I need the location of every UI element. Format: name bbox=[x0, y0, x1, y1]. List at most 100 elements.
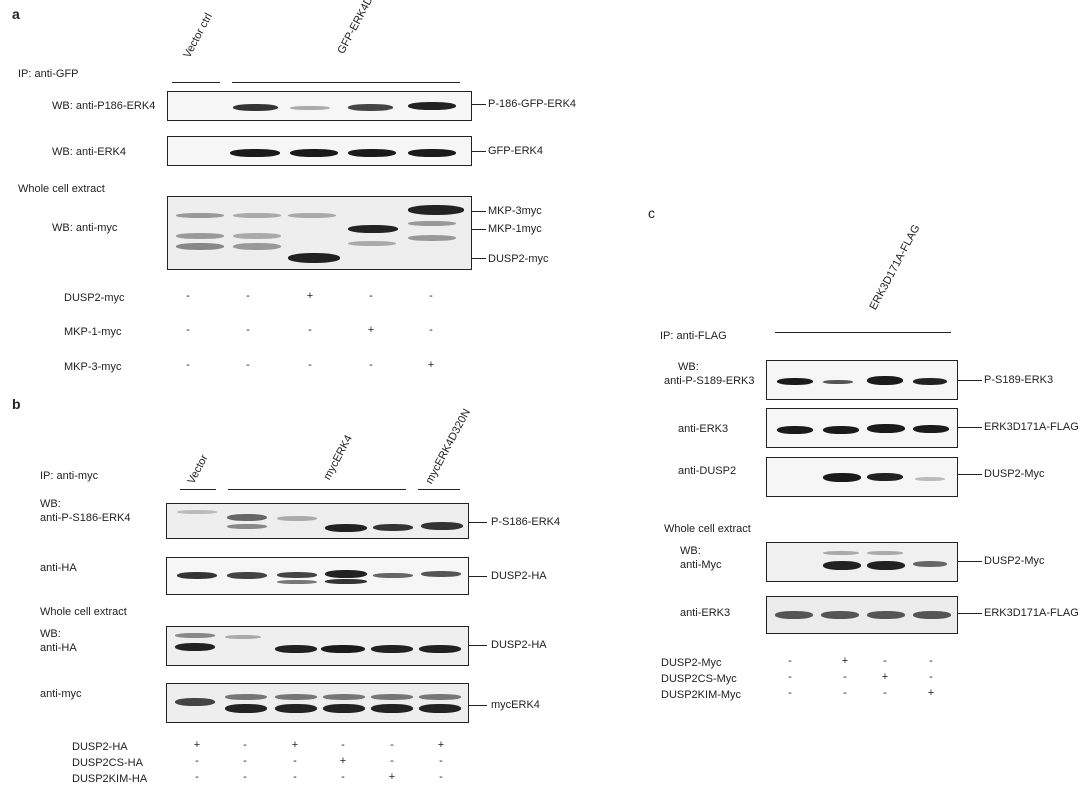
panel-b-blot1 bbox=[166, 503, 469, 539]
panel-a-wb3-right3: DUSP2-myc bbox=[488, 253, 549, 265]
panel-a-sign: + bbox=[427, 359, 435, 371]
panel-c-wb4-right: DUSP2-Myc bbox=[984, 555, 1045, 567]
panel-a-row3-label: MKP-3-myc bbox=[64, 361, 122, 373]
panel-c-blot1 bbox=[766, 360, 958, 400]
panel-a-wce: Whole cell extract bbox=[18, 183, 105, 195]
panel-b-vector-line bbox=[180, 489, 216, 490]
panel-b-blot3 bbox=[166, 626, 469, 666]
panel-c-blot3 bbox=[766, 457, 958, 497]
panel-c-sign: - bbox=[883, 655, 887, 667]
panel-b-wb4: anti-myc bbox=[40, 688, 82, 700]
panel-b-wb2: anti-HA bbox=[40, 562, 77, 574]
panel-c-row2-label: DUSP2CS-Myc bbox=[661, 673, 737, 685]
panel-a-sign: - bbox=[246, 324, 250, 336]
panel-b-ip: IP: anti-myc bbox=[40, 470, 99, 482]
panel-c-sign: + bbox=[927, 687, 935, 699]
panel-c-sign: - bbox=[843, 671, 847, 683]
panel-a-header-gfp: GFP-ERK4D168A bbox=[335, 0, 388, 57]
panel-a-sign: + bbox=[306, 290, 314, 302]
panel-a-wb1: WB: anti-P186-ERK4 bbox=[52, 100, 156, 112]
panel-a-sign: + bbox=[367, 324, 375, 336]
panel-a-wb3-right1: MKP-3myc bbox=[488, 205, 542, 217]
panel-b-mut-line bbox=[418, 489, 460, 490]
panel-b-sign: - bbox=[439, 755, 443, 767]
panel-b-sign: + bbox=[291, 739, 299, 751]
panel-a-ip: IP: anti-GFP bbox=[18, 68, 79, 80]
panel-a-sign: - bbox=[246, 290, 250, 302]
panel-a-sign: - bbox=[308, 324, 312, 336]
panel-b-header-mut: mycERK4D320N bbox=[423, 406, 474, 486]
panel-a-wb2: WB: anti-ERK4 bbox=[52, 146, 126, 158]
panel-a-sign: - bbox=[369, 290, 373, 302]
panel-a-wb2-right: GFP-ERK4 bbox=[488, 145, 544, 157]
panel-b-row1-label: DUSP2-HA bbox=[72, 741, 128, 753]
panel-c-wb2: anti-ERK3 bbox=[678, 423, 729, 435]
panel-b-sign: - bbox=[243, 771, 247, 783]
panel-b-sign: - bbox=[341, 739, 345, 751]
panel-c-sign: - bbox=[788, 671, 792, 683]
panel-c-sign: + bbox=[881, 671, 889, 683]
panel-b-sign: + bbox=[193, 739, 201, 751]
panel-b-wb1a: WB: bbox=[40, 498, 61, 510]
panel-c-wb1b: anti-P-S189-ERK3 bbox=[664, 375, 755, 387]
panel-c-row3-label: DUSP2KIM-Myc bbox=[661, 689, 742, 701]
panel-c-wb4b: anti-Myc bbox=[680, 559, 722, 571]
panel-c-wb2-right: ERK3D171A-FLAG bbox=[984, 421, 1079, 433]
panel-c-row1-label: DUSP2-Myc bbox=[661, 657, 722, 669]
panel-b-wb2-right: DUSP2-HA bbox=[491, 570, 547, 582]
panel-b-sign: + bbox=[339, 755, 347, 767]
panel-a-sign: - bbox=[429, 290, 433, 302]
panel-c-label: c bbox=[648, 205, 655, 221]
panel-b-sign: + bbox=[388, 771, 396, 783]
panel-a-blot1 bbox=[167, 91, 472, 121]
panel-c-wb1a: WB: bbox=[678, 361, 699, 373]
panel-b-sign: - bbox=[439, 771, 443, 783]
panel-b-sign: - bbox=[390, 755, 394, 767]
panel-a-sign: - bbox=[369, 359, 373, 371]
panel-c-sign: - bbox=[929, 655, 933, 667]
panel-b-sign: - bbox=[293, 755, 297, 767]
panel-c-wb3-right: DUSP2-Myc bbox=[984, 468, 1045, 480]
panel-b-row2-label: DUSP2CS-HA bbox=[72, 757, 143, 769]
panel-a-wb3: WB: anti-myc bbox=[52, 222, 118, 234]
panel-b-sign: - bbox=[243, 739, 247, 751]
panel-c-header-line bbox=[775, 332, 951, 333]
panel-c-wce: Whole cell extract bbox=[664, 523, 751, 535]
panel-c-sign: - bbox=[929, 671, 933, 683]
panel-b-sign: - bbox=[195, 755, 199, 767]
panel-a-blot3 bbox=[167, 196, 472, 270]
panel-b-wb3b: anti-HA bbox=[40, 642, 77, 654]
panel-c-header: ERK3D171A-FLAG bbox=[867, 222, 923, 312]
panel-b-row3-label: DUSP2KIM-HA bbox=[72, 773, 148, 785]
panel-a-gfp-line bbox=[232, 82, 460, 83]
panel-b-sign: - bbox=[341, 771, 345, 783]
panel-b-wb1b: anti-P-S186-ERK4 bbox=[40, 512, 131, 524]
panel-c-wb5: anti-ERK3 bbox=[680, 607, 731, 619]
panel-b-header-vector: Vector bbox=[185, 452, 211, 486]
panel-a-blot2 bbox=[167, 136, 472, 166]
panel-a-wb3-right2: MKP-1myc bbox=[488, 223, 542, 235]
panel-b-sign: + bbox=[437, 739, 445, 751]
panel-a-sign: - bbox=[246, 359, 250, 371]
panel-b-sign: - bbox=[243, 755, 247, 767]
panel-c-sign: - bbox=[883, 687, 887, 699]
panel-c-sign: - bbox=[788, 655, 792, 667]
panel-b-header-myc: mycERK4 bbox=[321, 433, 355, 482]
panel-a-sign: - bbox=[186, 290, 190, 302]
panel-b-blot2 bbox=[166, 557, 469, 595]
panel-b-wce: Whole cell extract bbox=[40, 606, 127, 618]
panel-b-wb3a: WB: bbox=[40, 628, 61, 640]
panel-b-label: b bbox=[12, 396, 21, 412]
panel-a-label: a bbox=[12, 6, 20, 22]
panel-a-row2-label: MKP-1-myc bbox=[64, 326, 122, 338]
panel-c-blot4 bbox=[766, 542, 958, 582]
panel-c-ip: IP: anti-FLAG bbox=[660, 330, 727, 342]
panel-c-sign: - bbox=[788, 687, 792, 699]
panel-b-blot4 bbox=[166, 683, 469, 723]
panel-b-sign: - bbox=[293, 771, 297, 783]
panel-a-sign: - bbox=[308, 359, 312, 371]
panel-b-myc-line bbox=[228, 489, 406, 490]
panel-b-sign: - bbox=[195, 771, 199, 783]
panel-c-wb1-right: P-S189-ERK3 bbox=[984, 374, 1054, 386]
panel-c-wb5-right: ERK3D171A-FLAG bbox=[984, 607, 1079, 619]
